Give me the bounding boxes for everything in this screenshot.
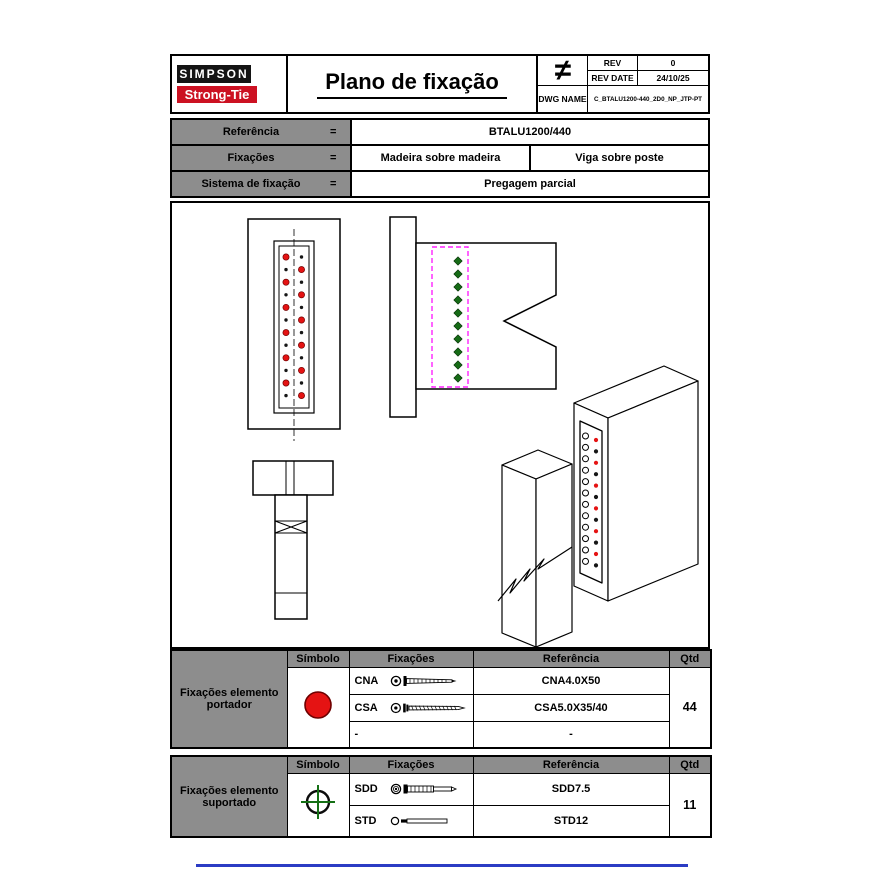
rev-value: 0 — [638, 56, 708, 71]
post-front-face — [501, 464, 537, 647]
top-view — [252, 460, 334, 620]
post-break-zigzag — [497, 546, 573, 602]
equals-sign: = — [330, 152, 337, 164]
fix-code-sdd: SDD — [354, 783, 378, 795]
red-circle-symbol-icon — [304, 690, 332, 719]
not-equal-logo-icon: ≠ — [538, 54, 588, 87]
col-header-referencia: Referência — [472, 649, 670, 668]
ref-value-std: STD12 — [472, 804, 670, 838]
dwg-name-value: C_BTALU1200-440_2D0_NP_JTP-PT — [593, 95, 703, 103]
fix-cell-dash: - — [348, 720, 474, 749]
fix-cell-cna: CNA — [348, 666, 474, 695]
info-label-cell: Fixações = — [172, 146, 352, 170]
sistema-value: Pregagem parcial — [484, 178, 576, 190]
dwg-name-label: DWG NAME — [538, 86, 588, 112]
ref-value-sdd: SDD7.5 — [472, 772, 670, 806]
isometric-view — [497, 365, 699, 647]
col-header-fixacoes: Fixações — [348, 649, 474, 668]
ref-value-csa: CSA5.0X35/40 — [472, 693, 670, 722]
front-view — [247, 218, 341, 441]
info-table: Referência = BTALU1200/440 Fixações = Ma… — [170, 118, 710, 198]
cna-nail-icon — [390, 675, 456, 686]
info-label: Fixações — [227, 152, 275, 164]
suportado-table: Fixações elemento suportado Símbolo Fixa… — [170, 755, 712, 838]
title-block: SIMPSON Strong-Tie Plano de fixação ≠ RE… — [170, 54, 710, 114]
fix-code-std: STD — [354, 814, 377, 827]
rev-table: ≠ REV 0 REV DATE 24/10/25 DWG NAME C_BTA… — [538, 54, 708, 112]
fixacoes-value-2: Viga sobre poste — [529, 146, 708, 170]
title-cell: Plano de fixação — [288, 56, 538, 112]
fix-cell-sdd: SDD — [348, 772, 474, 806]
csa-screw-icon — [390, 702, 466, 713]
hanger-outline-dashed — [431, 246, 469, 388]
drawing-sheet: SIMPSON Strong-Tie Plano de fixação ≠ RE… — [170, 0, 712, 838]
rev-date-value: 24/10/25 — [638, 71, 708, 86]
crosshair-symbol-icon — [301, 785, 335, 820]
ref-value-cna: CNA4.0X50 — [472, 666, 670, 695]
fix-code-dash: - — [354, 728, 359, 741]
technical-drawing — [247, 216, 699, 647]
equals-sign: = — [330, 178, 337, 190]
fixacoes-value-1: Madeira sobre madeira — [380, 152, 501, 164]
info-row-sistema: Sistema de fixação = Pregagem parcial — [172, 172, 708, 196]
drawing-area — [170, 201, 710, 649]
col-header-qtd: Qtd — [668, 755, 712, 774]
post-right-face — [535, 463, 573, 647]
rev-date-label: REV DATE — [588, 71, 638, 86]
portador-table: Fixações elemento portador Símbolo Fixaç… — [170, 649, 712, 749]
info-label-cell: Sistema de fixação = — [172, 172, 352, 196]
std-dowel-icon — [390, 816, 447, 825]
col-header-qtd: Qtd — [668, 649, 712, 668]
page-title: Plano de fixação — [317, 69, 507, 99]
portador-qty: 44 — [668, 666, 712, 749]
info-label: Sistema de fixação — [201, 178, 301, 190]
col-header-fixacoes: Fixações — [348, 755, 474, 774]
isometric-fasteners — [582, 432, 599, 568]
simpson-logo-text: SIMPSON — [177, 65, 251, 83]
col-header-referencia: Referência — [472, 755, 670, 774]
side-view — [389, 216, 557, 418]
side-view-fastener-diamonds — [453, 256, 463, 383]
simpson-strongtie-logo: SIMPSON Strong-Tie — [172, 56, 288, 112]
info-row-fixacoes: Fixações = Madeira sobre madeira Viga so… — [172, 146, 708, 172]
portador-group-label: Fixações elemento portador — [170, 649, 288, 749]
rev-label: REV — [588, 56, 638, 71]
fix-cell-std: STD — [348, 804, 474, 838]
fix-code-csa: CSA — [354, 701, 378, 714]
front-view-fasteners — [282, 253, 305, 400]
info-row-referencia: Referência = BTALU1200/440 — [172, 120, 708, 146]
suportado-symbol-cell — [286, 772, 350, 838]
equals-sign: = — [330, 126, 337, 138]
portador-symbol-cell — [286, 666, 350, 749]
fix-cell-csa: CSA — [348, 693, 474, 722]
info-label: Referência — [222, 126, 280, 138]
beam-side-face — [607, 380, 699, 602]
suportado-qty: 11 — [668, 772, 712, 838]
sdd-screw-icon — [390, 783, 457, 795]
referencia-value: BTALU1200/440 — [488, 126, 572, 138]
footer-line — [196, 864, 688, 867]
col-header-simbolo: Símbolo — [286, 755, 350, 774]
fix-code-cna: CNA — [354, 674, 379, 687]
ref-value-dash: - — [472, 720, 670, 749]
suportado-group-label: Fixações elemento suportado — [170, 755, 288, 838]
info-label-cell: Referência = — [172, 120, 352, 144]
col-header-simbolo: Símbolo — [286, 649, 350, 668]
strongtie-logo-text: Strong-Tie — [177, 86, 257, 103]
